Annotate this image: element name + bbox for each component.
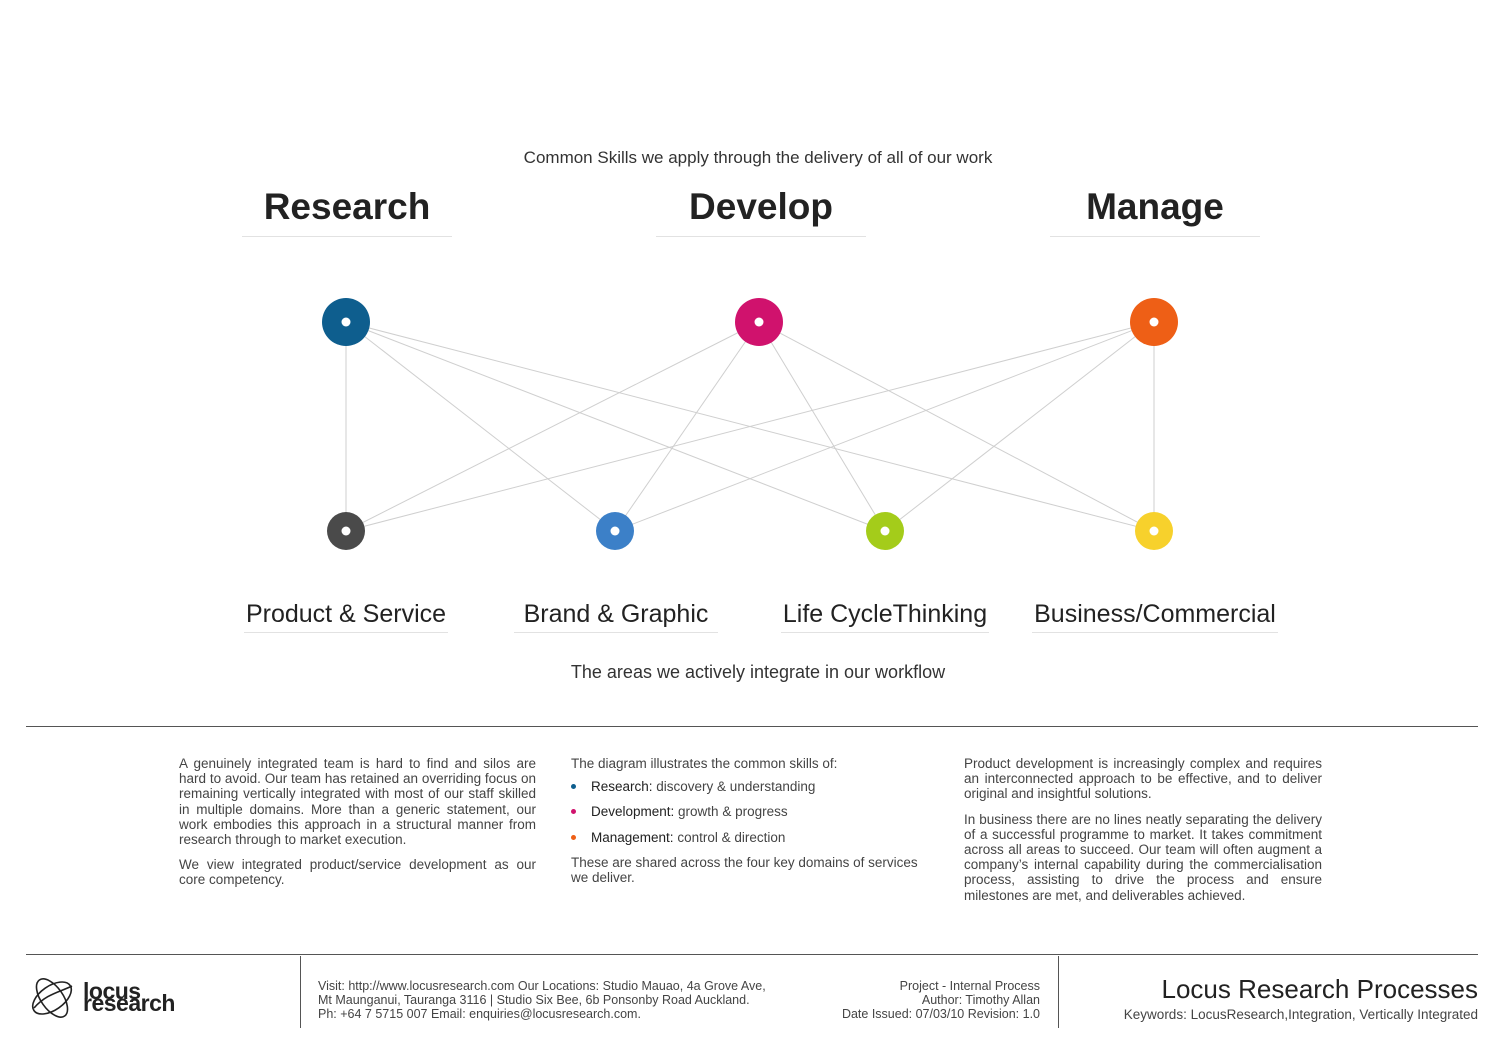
contact-line: Visit: http://www.locusresearch.com Our …: [318, 979, 766, 993]
col2-lead: The diagram illustrates the common skill…: [571, 756, 838, 771]
connection-line: [345, 321, 1155, 532]
node-life-cycle: [866, 512, 904, 550]
skill-desc: discovery & understanding: [652, 779, 816, 795]
footer-separator: [1058, 956, 1059, 1028]
node-product-service: [327, 512, 365, 550]
skill-item-development: Development: growth & progress: [571, 804, 931, 819]
domain-label-product-service: Product & Service: [244, 600, 448, 633]
domain-label-business-commercial: Business/Commercial: [1032, 600, 1278, 633]
text-column-skills: The diagram illustrates the common skill…: [571, 756, 931, 895]
locus-logo-icon: [31, 978, 73, 1018]
connection-line: [345, 321, 886, 532]
logo-word-research: research: [83, 990, 175, 1016]
bullet-dot-icon: [571, 784, 576, 790]
diagram-outro: The areas we actively integrate in our w…: [570, 662, 946, 682]
col2-tail: These are shared across the four key dom…: [571, 854, 918, 886]
contact-details: Visit: http://www.locusresearch.com Our …: [318, 979, 798, 1022]
connection-line: [345, 321, 616, 532]
node-business-commercial: [1135, 512, 1173, 550]
connection-line: [614, 321, 760, 532]
project-name: Project - Internal Process: [899, 979, 1040, 993]
connection-line: [758, 321, 886, 532]
logo-word-locus: locus: [83, 978, 141, 1004]
col1-paragraph-1: A genuinely integrated team is hard to f…: [179, 756, 536, 848]
section-divider: [26, 726, 1478, 727]
category-heading-research: Research: [242, 186, 452, 237]
contact-line: Ph: +64 7 5715 007 Email: enquiries@locu…: [318, 1007, 641, 1022]
diagram-intro: Common Skills we apply through the deliv…: [523, 148, 993, 167]
skill-name: Development:: [591, 804, 675, 820]
connection-line: [758, 321, 1155, 532]
connection-line: [345, 321, 760, 532]
col3-paragraph-2: In business there are no lines neatly se…: [964, 811, 1322, 903]
node-brand-graphic: [596, 512, 634, 550]
category-heading-manage: Manage: [1050, 186, 1260, 237]
footer-separator: [300, 956, 301, 1028]
bullet-dot-icon: [571, 809, 576, 815]
document-keywords: Keywords: LocusResearch,Integration, Ver…: [1123, 1007, 1478, 1022]
connection-line: [614, 321, 1155, 532]
node-develop: [735, 298, 783, 346]
document-title: Locus Research Processes: [1161, 974, 1478, 1004]
col1-paragraph-2: We view integrated product/service devel…: [179, 857, 536, 888]
domain-label-life-cycle: Life CycleThinking: [781, 600, 989, 633]
skill-item-management: Management: control & direction: [571, 830, 931, 845]
bullet-dot-icon: [571, 834, 576, 840]
project-details: Project - Internal Process Author: Timot…: [800, 979, 1040, 1022]
col3-paragraph-1: Product development is increasingly comp…: [964, 756, 1322, 802]
skill-desc: control & direction: [673, 829, 786, 845]
category-heading-develop: Develop: [656, 186, 866, 237]
domain-label-brand-graphic: Brand & Graphic: [514, 600, 718, 633]
text-column-development: Product development is increasingly comp…: [964, 756, 1322, 913]
skills-list: Research: discovery & understanding Deve…: [571, 779, 931, 845]
skill-desc: growth & progress: [674, 804, 788, 820]
skill-item-research: Research: discovery & understanding: [571, 779, 931, 794]
company-logo: locus research: [26, 972, 186, 1024]
node-research: [322, 298, 370, 346]
skills-network-diagram: [322, 298, 1178, 550]
contact-line: Mt Maunganui, Tauranga 3116 | Studio Six…: [318, 993, 750, 1008]
connection-line: [884, 321, 1155, 532]
text-column-integration: A genuinely integrated team is hard to f…: [179, 756, 536, 898]
skill-name: Management:: [591, 829, 674, 845]
footer-divider: [26, 954, 1478, 955]
project-issued: Date Issued: 07/03/10 Revision: 1.0: [841, 1007, 1040, 1022]
node-manage: [1130, 298, 1178, 346]
project-author: Author: Timothy Allan: [921, 993, 1040, 1008]
skill-name: Research:: [591, 779, 653, 795]
